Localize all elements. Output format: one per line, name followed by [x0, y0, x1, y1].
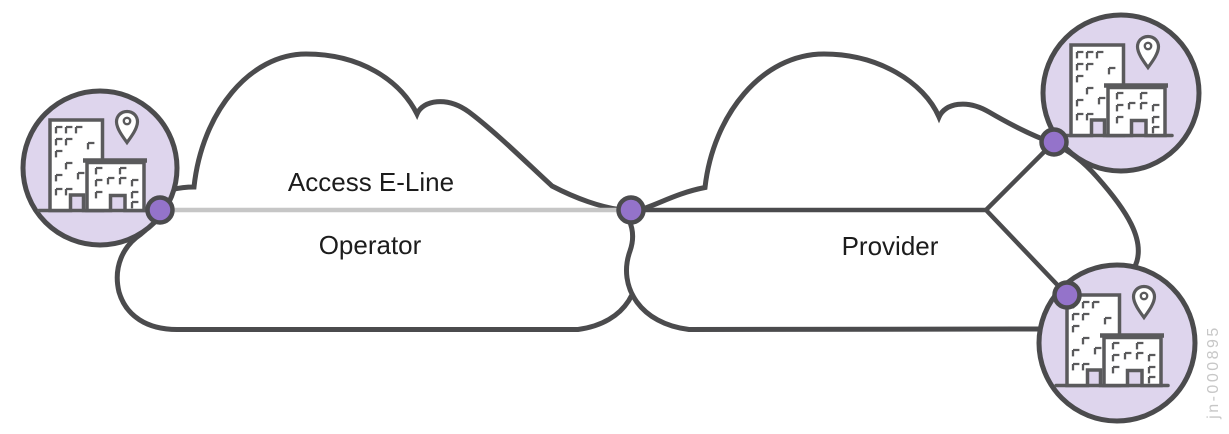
site-top-right [1040, 12, 1202, 174]
operator-cloud [114, 51, 646, 332]
provider-link-lines [631, 140, 1069, 297]
site-left [20, 88, 180, 248]
node-top-right-site [1039, 127, 1069, 157]
node-bottom-right-site [1052, 280, 1082, 310]
node-operator-provider [616, 195, 646, 225]
access-e-line-label: Access E-Line [288, 167, 454, 197]
site-icon-left [39, 112, 151, 211]
operator-label: Operator [319, 230, 422, 260]
node-left-site [145, 195, 175, 225]
figure-id-watermark: jn-000895 [1205, 325, 1222, 420]
provider-label: Provider [842, 231, 939, 261]
site-icon-top-right [1060, 37, 1172, 136]
